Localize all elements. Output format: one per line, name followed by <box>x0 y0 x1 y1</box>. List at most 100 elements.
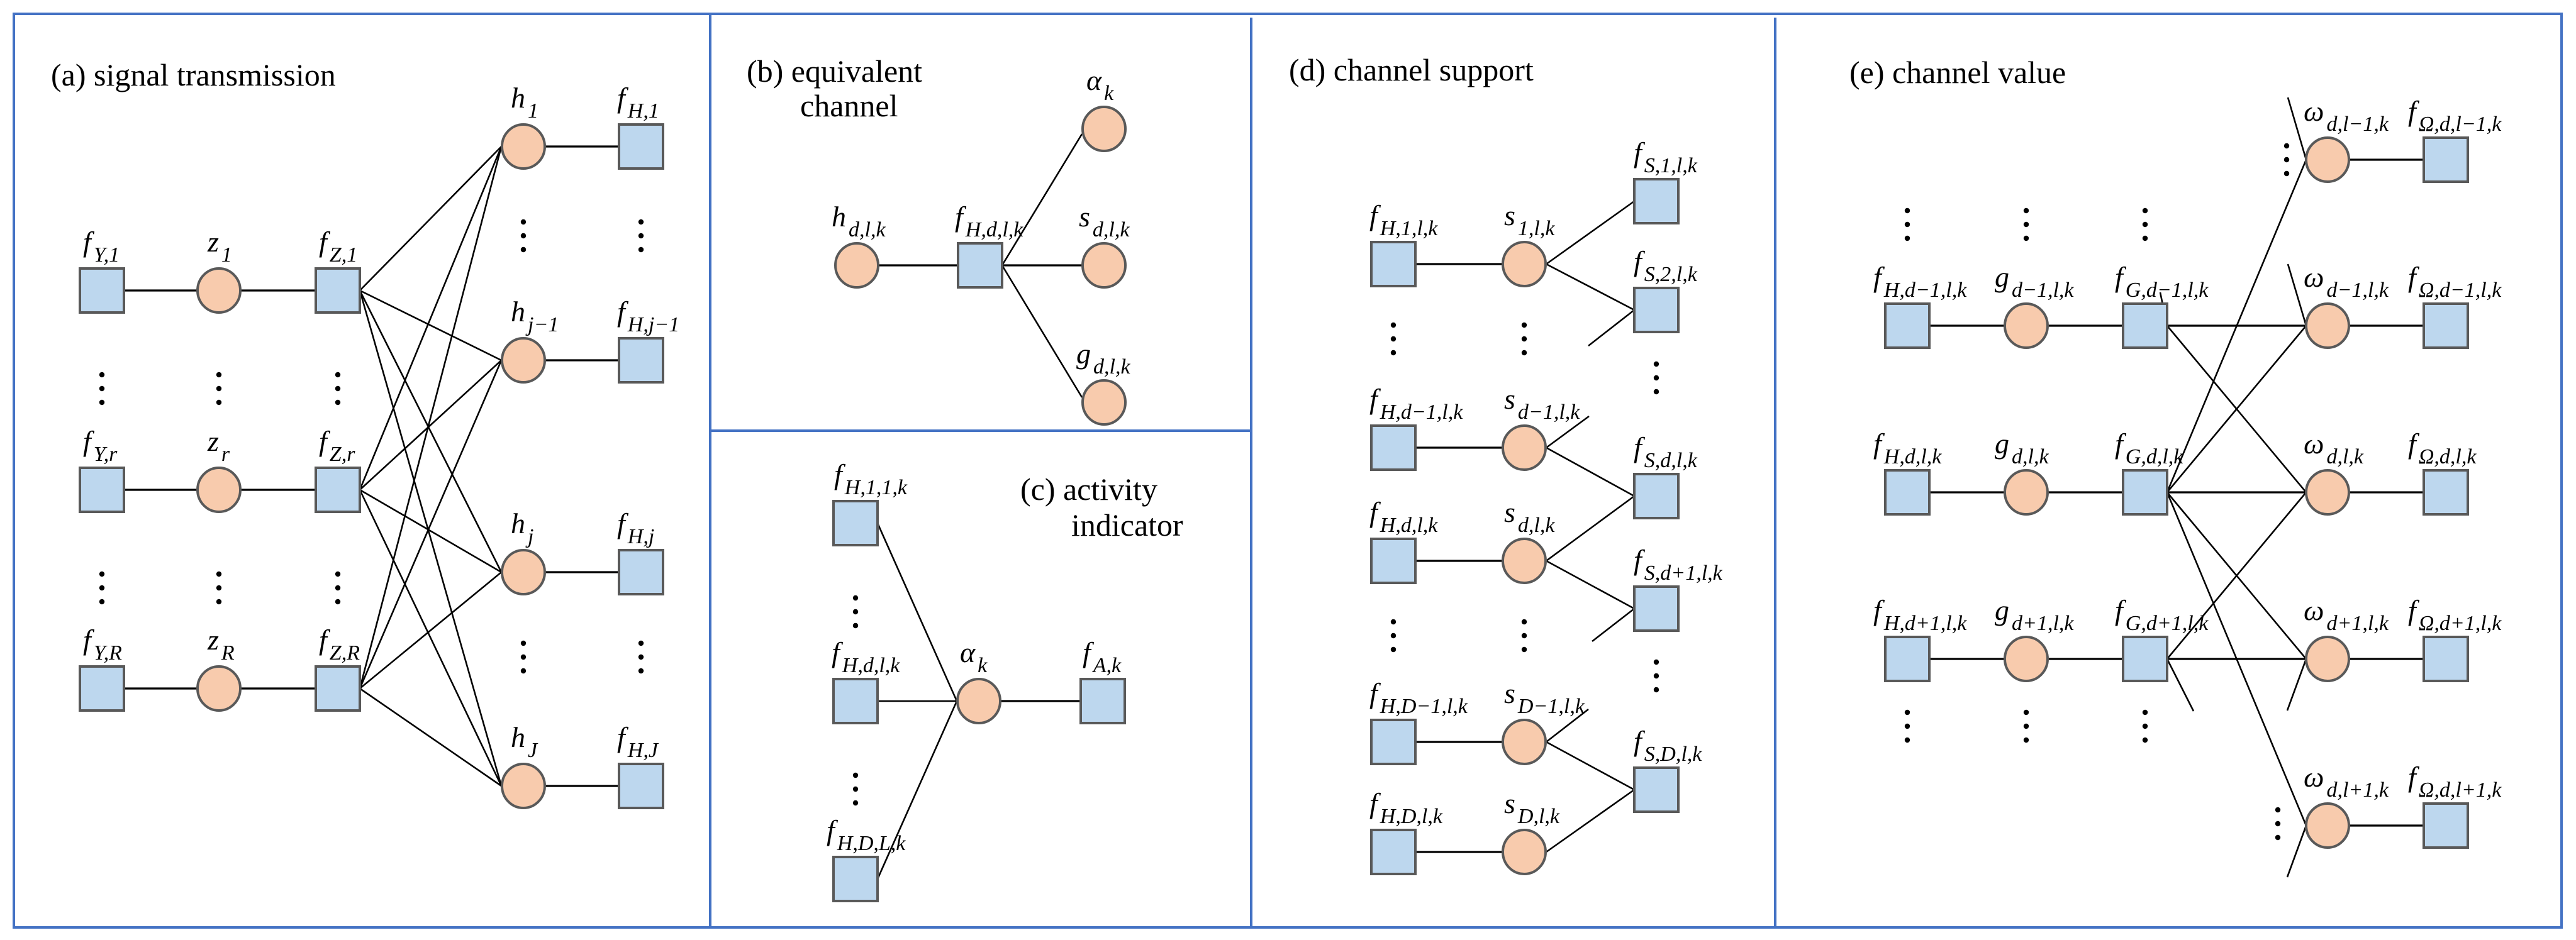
variable-node-omega <box>2305 136 2350 183</box>
label-fh-subscript: H,j <box>627 525 655 548</box>
ellipsis-dot <box>520 233 527 239</box>
edge-fz-h <box>359 146 503 490</box>
variable-node-omega <box>2305 636 2350 682</box>
ellipsis-dot <box>1904 235 1910 241</box>
vertical-ellipsis <box>520 219 527 253</box>
ellipsis-dot <box>2142 235 2148 241</box>
vertical-ellipsis <box>852 595 859 629</box>
ellipsis-dot <box>216 372 222 378</box>
label-h-symbol: h <box>511 721 525 753</box>
ellipsis-dot <box>1653 389 1659 395</box>
label-g-subscript: d,l,k <box>2012 445 2049 468</box>
ellipsis-dot <box>1904 723 1910 729</box>
variable-node-s <box>1502 829 1547 875</box>
label-h-symbol: h <box>511 507 525 539</box>
ellipsis-dot <box>520 219 527 225</box>
label-fh-subscript: H,d+1,l,k <box>1883 612 1967 635</box>
label-fz-subscript: Z,R <box>330 641 360 665</box>
ellipsis-dot <box>1904 737 1910 743</box>
label-alpha-subscript: k <box>978 654 988 677</box>
panel-c-title-line1: (c) activity <box>1020 472 1157 507</box>
panel-c-title-line2: indicator <box>1071 507 1183 543</box>
edge-fg-omega <box>2166 159 2307 493</box>
label-s-symbol: s <box>1504 677 1515 709</box>
label-alpha-symbol: α <box>1086 64 1102 96</box>
vertical-ellipsis <box>1390 322 1397 356</box>
ellipsis-dot <box>520 246 527 253</box>
variable-node-h <box>834 242 879 289</box>
variable-node-omega <box>2305 302 2350 349</box>
panel-e-title: (e) channel value <box>1849 55 2066 90</box>
factor-node-fz <box>315 665 361 712</box>
label-g-symbol: g <box>1995 428 2009 460</box>
label-fg-subscript: G,d−1,l,k <box>2126 279 2209 302</box>
factor-node-fh <box>1370 241 1417 287</box>
label-omega-subscript: d−1,l,k <box>2326 279 2389 302</box>
edge-fz-h <box>359 146 502 291</box>
label-s-symbol: s <box>1504 383 1515 415</box>
ellipsis-dot <box>1653 375 1659 381</box>
label-fomega-subscript: Ω,d+1,l,k <box>2419 612 2502 635</box>
ellipsis-dot <box>335 585 341 591</box>
ellipsis-dot <box>1390 619 1397 625</box>
ellipsis-dot <box>1521 322 1527 328</box>
label-fg-subscript: G,d+1,l,k <box>2126 612 2209 635</box>
factor-node-fh-mid <box>832 678 879 724</box>
label-fz-subscript: Z,r <box>330 443 355 466</box>
label-fs-subscript: S,2,l,k <box>1644 263 1698 286</box>
ellipsis-dot <box>852 622 859 629</box>
vertical-ellipsis <box>1904 207 1910 241</box>
vertical-ellipsis <box>1904 709 1910 743</box>
ellipsis-dot <box>99 385 105 392</box>
vertical-ellipsis <box>2275 807 2281 841</box>
label-fomega-subscript: Ω,d,l,k <box>2419 445 2477 468</box>
ellipsis-dot <box>2275 821 2281 827</box>
label-fy-subscript: Y,1 <box>94 243 120 267</box>
label-g-subscript: d−1,l,k <box>2012 279 2074 302</box>
factor-node-fh-bottom <box>832 856 879 902</box>
ellipsis-dot <box>2283 143 2290 149</box>
ellipsis-dot <box>1521 646 1527 653</box>
label-h-subscript: j <box>525 525 533 548</box>
edge-fz-h <box>359 489 503 787</box>
edge-fz-h <box>359 571 502 690</box>
nodes-layer <box>79 106 2469 902</box>
label-z-subscript: 1 <box>221 243 232 267</box>
ellipsis-dot <box>1390 646 1397 653</box>
ellipsis-dot <box>852 800 859 806</box>
variable-node-s <box>1081 242 1127 289</box>
factor-node-fy <box>79 467 125 513</box>
ellipsis-dot <box>99 585 105 591</box>
label-f-top-subscript: H,1,1,k <box>844 476 908 499</box>
ellipsis-dot <box>1390 336 1397 342</box>
factor-node-fomega <box>2423 469 2469 516</box>
label-s-subscript: D−1,l,k <box>1517 695 1585 718</box>
label-omega-symbol: ω <box>2304 761 2324 793</box>
ellipsis-dot <box>1521 336 1527 342</box>
vertical-ellipsis <box>216 571 222 605</box>
variable-node-omega <box>2305 469 2350 516</box>
label-fg-subscript: G,d,l,k <box>2126 445 2184 468</box>
vertical-ellipsis <box>638 219 644 253</box>
ellipsis-dot <box>2142 723 2148 729</box>
edge-fz-h <box>359 687 502 787</box>
vertical-ellipsis <box>1653 361 1659 395</box>
edge-stub <box>1588 309 1635 347</box>
